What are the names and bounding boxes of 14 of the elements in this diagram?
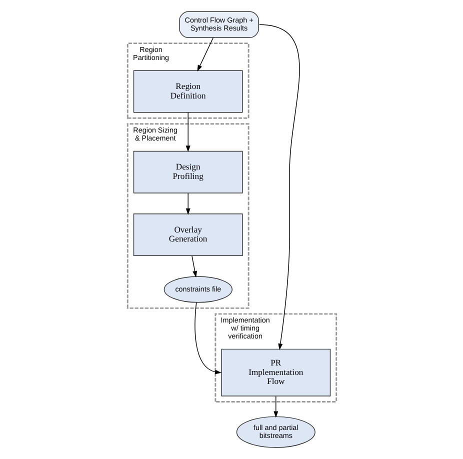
- node-box: Design Profiling: [132, 150, 242, 194]
- arrow: [185, 112, 190, 152]
- arrow: [194, 302, 222, 374]
- node-box: PR Implementation Flow: [220, 348, 330, 396]
- arrow: [196, 37, 214, 72]
- arrow: [191, 256, 197, 278]
- arrow: [273, 396, 278, 418]
- node-box: Control Flow Graph + Synthesis Results: [178, 11, 258, 38]
- node-ellipse: full and partial bitstreams: [236, 416, 315, 448]
- node-ellipse: constraints file: [163, 276, 232, 303]
- node-box: Region Definition: [132, 70, 242, 113]
- arrow: [185, 192, 190, 215]
- arrow: [258, 24, 300, 350]
- node-box: Overlay Generation: [132, 214, 242, 256]
